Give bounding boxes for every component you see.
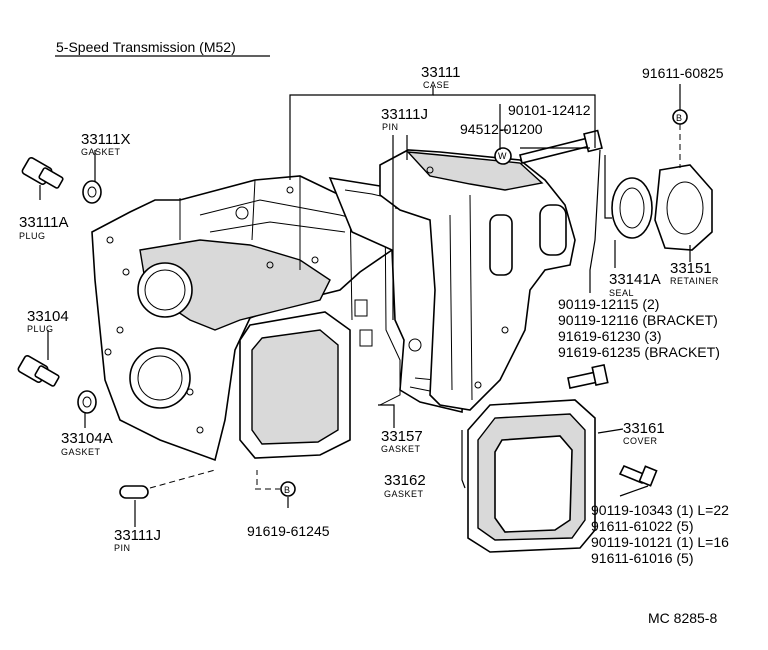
extension-housing-illustration (379, 149, 576, 411)
callout-gasket-33157: 33157 GASKET (381, 428, 423, 454)
callout-plug-33111a: 33111A PLUG (19, 214, 69, 241)
svg-text:PIN: PIN (114, 543, 131, 553)
callout-gasket-33162: 33162 GASKET (384, 472, 426, 499)
svg-text:91611-61016 (5): 91611-61016 (5) (591, 550, 693, 566)
bolt-list-1: 90119-12115 (2) 90119-12116 (BRACKET) 91… (558, 296, 720, 360)
svg-text:90119-12115 (2): 90119-12115 (2) (558, 296, 659, 312)
svg-text:GASKET: GASKET (81, 147, 121, 157)
callout-pin-top: 33111J PIN (381, 106, 428, 132)
short-bolt-illustration (567, 364, 609, 389)
svg-text:33111J: 33111J (114, 527, 161, 544)
bottom-cover-illustration (467, 399, 596, 553)
callout-gasket-33111x: 33111X GASKET (81, 131, 131, 157)
callout-pin-bottom: 33111J PIN (114, 527, 161, 553)
callout-cover: 33161 COVER (623, 420, 665, 446)
svg-text:33141A: 33141A (609, 271, 661, 288)
washer-illustration: W (494, 147, 512, 165)
cover-bolt-illustration (618, 464, 658, 487)
svg-text:91611-61022 (5): 91611-61022 (5) (591, 518, 693, 534)
marker-b-bottom: B (280, 481, 296, 497)
part-number-bottom-left: 91619-61245 (247, 523, 330, 539)
part-number-bolt: 90101-12412 (508, 102, 591, 118)
marker-b-top: B (672, 109, 688, 125)
svg-text:GASKET: GASKET (384, 489, 424, 499)
svg-text:CASE: CASE (423, 80, 450, 90)
callout-retainer: 33151 RETAINER (670, 260, 719, 286)
pin-illustration (119, 485, 149, 499)
svg-text:90119-10121 (1) L=16: 90119-10121 (1) L=16 (591, 534, 729, 550)
svg-text:33151: 33151 (670, 260, 712, 277)
callout-seal: 33141A SEAL (609, 271, 661, 298)
seal-illustration (611, 177, 653, 239)
diagram-title: 5-Speed Transmission (M52) (56, 39, 236, 55)
svg-text:90119-10343 (1) L=22: 90119-10343 (1) L=22 (591, 502, 729, 518)
svg-text:PLUG: PLUG (27, 324, 54, 334)
transmission-case-illustration (91, 175, 401, 462)
svg-text:RETAINER: RETAINER (670, 276, 719, 286)
svg-text:B: B (676, 113, 683, 123)
svg-text:W: W (498, 151, 507, 161)
side-gasket-illustration (239, 311, 351, 459)
svg-text:90119-12116 (BRACKET): 90119-12116 (BRACKET) (558, 312, 718, 328)
figure-code: MC 8285-8 (648, 610, 717, 626)
part-number-top-right: 91611-60825 (642, 65, 724, 81)
svg-text:33104: 33104 (27, 308, 69, 325)
svg-text:PIN: PIN (382, 122, 399, 132)
svg-text:SEAL: SEAL (609, 288, 634, 298)
svg-text:B: B (284, 485, 291, 495)
svg-text:33162: 33162 (384, 472, 426, 489)
bolt-list-2: 90119-10343 (1) L=22 91611-61022 (5) 901… (591, 502, 729, 566)
long-bolt-illustration (519, 129, 603, 164)
svg-text:PLUG: PLUG (19, 231, 46, 241)
svg-text:33104A: 33104A (61, 430, 113, 447)
svg-text:33111: 33111 (421, 64, 461, 81)
svg-text:33111A: 33111A (19, 214, 69, 231)
svg-text:33111X: 33111X (81, 131, 131, 148)
svg-text:33157: 33157 (381, 428, 423, 445)
svg-text:COVER: COVER (623, 436, 658, 446)
gasket-33104a-illustration (77, 390, 97, 414)
callout-case: 33111 CASE (421, 64, 461, 90)
leader-lines (39, 84, 691, 527)
retainer-illustration (654, 164, 713, 251)
gasket-33111x-illustration (82, 180, 102, 204)
svg-text:GASKET: GASKET (61, 447, 101, 457)
plug-33111a-illustration (21, 157, 64, 189)
svg-text:91619-61230 (3): 91619-61230 (3) (558, 328, 662, 344)
svg-text:91619-61235 (BRACKET): 91619-61235 (BRACKET) (558, 344, 720, 360)
svg-text:33161: 33161 (623, 420, 665, 437)
part-number-washer: 94512-01200 (460, 121, 543, 137)
callout-gasket-33104a: 33104A GASKET (61, 430, 113, 457)
callout-plug-33104: 33104 PLUG (27, 308, 69, 334)
svg-text:33111J: 33111J (381, 106, 428, 123)
svg-text:GASKET: GASKET (381, 444, 421, 454)
plug-33104-illustration (17, 355, 60, 387)
